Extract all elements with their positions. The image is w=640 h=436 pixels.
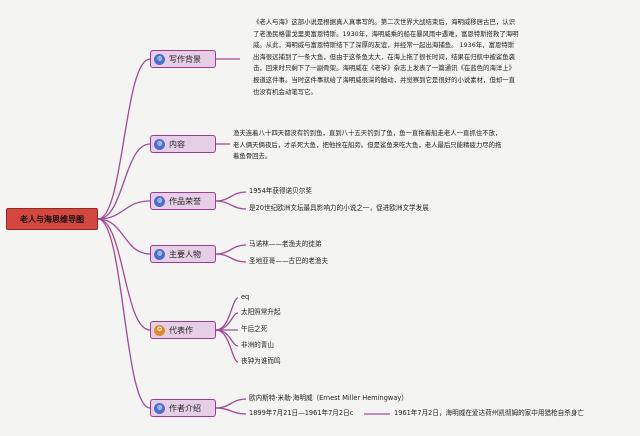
branch-content[interactable]: ◍ 内容 [150,135,216,153]
branch-background[interactable]: ◍ 写作背景 [150,50,216,68]
root-label: 老人与海思维导图 [20,214,84,224]
branch-characters[interactable]: ◍ 主要人物 [150,245,216,263]
content-text: 渔夫连着八十四天都没有钓到鱼，直到八十五天钓到了鱼，鱼一直拖着船走老人一直抓住不… [233,129,502,161]
work-item: 丧钟为谁而鸣 [241,357,281,365]
branch-label: 作者介绍 [169,403,201,413]
globe-icon: ◍ [154,138,165,150]
character-item: 马诺林——老渔夫的徒弟 [249,240,322,248]
author-item: 欧内斯特·米勒·海明威（Ernest Miller Hemingway） [249,394,408,402]
globe-icon: ◍ [154,248,165,260]
branch-works[interactable]: ✪ 代表作 [150,321,216,339]
author-item: 1899年7月21日—1961年7月2日c [249,409,354,417]
globe-icon: ◍ [154,195,165,207]
branch-honors[interactable]: ◍ 作品荣誉 [150,192,216,210]
background-text: 《老人与海》这部小说是根据真人真事写的。第二次世界大战结束后，海明威移居古巴，认… [253,18,519,96]
work-item: 非洲的青山 [241,341,274,349]
medal-icon: ✪ [154,324,165,336]
character-item: 圣地亚哥——古巴的老渔夫 [249,257,329,265]
honor-item: 是20世纪欧洲文坛最具影响力的小说之一，促进欧洲文学发展 [249,204,429,212]
honor-item: 1954年获得诺贝尔奖 [249,187,312,195]
work-item: eq [241,293,250,301]
branch-label: 代表作 [169,325,193,335]
globe-icon: ◍ [154,402,165,414]
branch-label: 作品荣誉 [169,196,201,206]
branch-author[interactable]: ◍ 作者介绍 [150,399,216,417]
branch-label: 内容 [169,139,185,149]
root-node[interactable]: 老人与海思维导图 [6,208,98,230]
work-item: 午后之死 [241,325,268,333]
globe-icon: ◍ [154,53,165,65]
branch-label: 写作背景 [169,54,201,64]
work-item: 太阳照常升起 [241,308,281,316]
author-sub-item: 1961年7月2日，海明威在爱达荷州凯彻姆的家中用猎枪自杀身亡 [394,409,585,417]
branch-label: 主要人物 [169,249,201,259]
